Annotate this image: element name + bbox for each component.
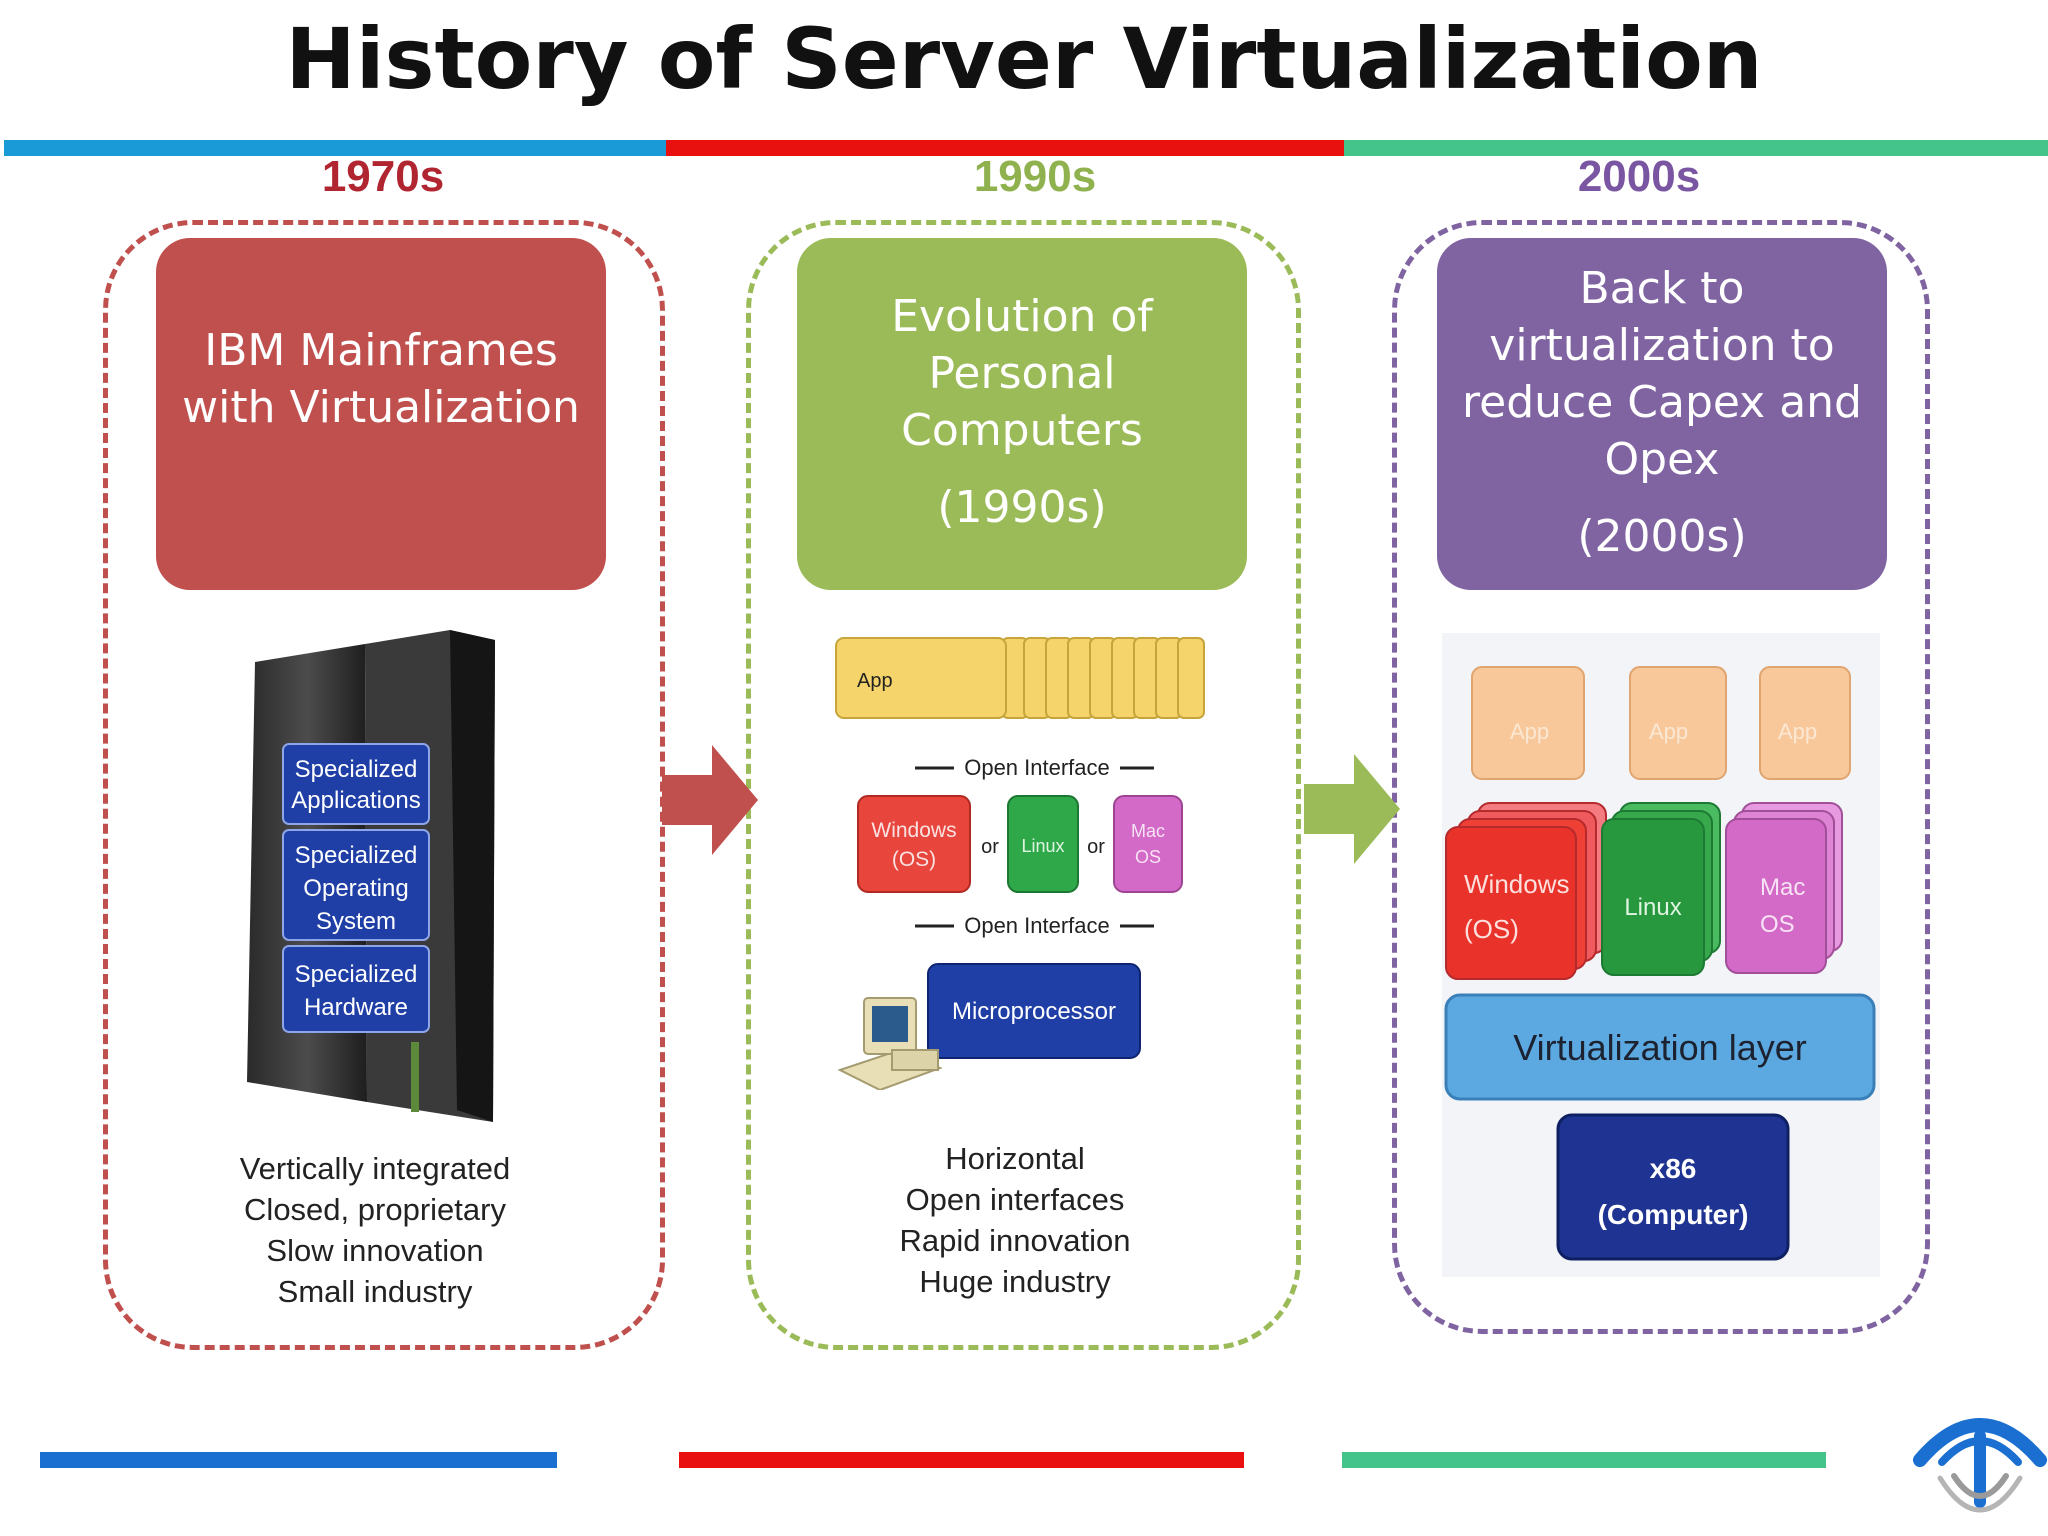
bottom-bar-red [679,1452,1244,1468]
top-bar-blue [4,140,666,156]
app-box-1: App [1471,666,1585,780]
virtualization-layer-label: Virtualization layer [1513,1027,1806,1068]
vm-linux: Linux [1601,802,1721,976]
heading-year: (2000s) [1577,511,1747,562]
open-interface-bottom: Open Interface [915,913,1154,938]
open-interface-label: Open Interface [964,913,1110,938]
microprocessor-label: Microprocessor [952,998,1116,1025]
linux-label: Linux [1624,894,1681,921]
virtualization-layer: Virtualization layer [1444,993,1876,1101]
mainframe-indicator [411,1042,419,1112]
caption-line: Rapid innovation [899,1223,1131,1258]
caption-line: Vertically integrated [239,1151,511,1186]
app-label: App [857,670,893,692]
mainframe-illustration: Specialized Applications Specialized Ope… [247,630,495,1122]
era-label-1970s: 1970s [321,152,445,201]
os-linux: Linux [1007,795,1079,893]
stack-operating-system: Specialized Operating System [282,829,430,941]
hardware-label: (Computer) [1598,1199,1749,1230]
mac-label: OS [1135,847,1161,867]
heading-line: Back to [1579,263,1745,314]
stack-hardware: Specialized Hardware [282,945,430,1033]
mac-label: Mac [1760,874,1805,901]
panel-1990s [746,220,1301,1350]
os-windows: Windows (OS) [857,795,971,893]
windows-label: (OS) [1464,914,1519,944]
heading-year: (1990s) [937,482,1107,533]
pc-era-diagram: App Open Interface Windows (OS) or Linux… [835,637,1205,1090]
heading-line: with Virtualization [182,382,580,433]
caption-line: Slow innovation [266,1233,484,1268]
logo-icon [1913,1418,2047,1513]
app-label: App [1778,719,1817,744]
stack-label: Operating [303,875,408,902]
vm-windows: Windows (OS) [1445,802,1607,980]
caption-1970s: Vertically integrated Closed, proprietar… [180,1148,570,1312]
heading-line: Evolution of [891,291,1153,342]
heading-line: virtualization to [1489,320,1835,371]
or-label: or [981,836,999,858]
top-bar-red [666,140,1344,156]
caption-line: Huge industry [919,1264,1111,1299]
caption-line: Closed, proprietary [244,1192,506,1227]
era-label-2000s: 2000s [1577,152,1701,201]
windows-label: (OS) [892,848,936,871]
x86-hardware: x86 (Computer) [1556,1113,1790,1261]
era-label-1990s: 1990s [973,152,1097,201]
arrow-1990s-to-2000s [1304,754,1400,864]
stack-label: System [316,908,396,935]
computer-icon [837,997,943,1090]
windows-label: Windows [871,819,956,842]
microprocessor-block: Microprocessor [927,963,1141,1059]
heading-box-1970s: IBM Mainframes with Virtualization [156,238,606,590]
heading-box-1990s: Evolution of Personal Computers (1990s) [797,238,1247,590]
hardware-label: x86 [1650,1153,1697,1184]
heading-line: IBM Mainframes [204,325,558,376]
windows-label: Windows [1464,869,1569,899]
or-label: or [1087,836,1105,858]
mac-label: Mac [1131,821,1165,841]
page-title: History of Server Virtualization [285,10,1763,108]
app-box-3: App [1759,666,1851,780]
open-interface-label: Open Interface [964,755,1110,780]
virtualization-diagram: App App App Windows (OS) Linux Mac OS Vi… [1444,666,1876,1261]
open-interface-top: Open Interface [915,755,1154,780]
app-box-2: App [1629,666,1727,780]
caption-line: Horizontal [945,1141,1085,1176]
app-row: App [835,637,1205,719]
stack-label: Hardware [304,994,408,1021]
heading-line: Opex [1604,434,1720,485]
panel-2000s [1392,220,1930,1334]
stack-label: Specialized [295,756,418,783]
os-mac: Mac OS [1113,795,1183,893]
mainframe-rack-side [450,630,495,1122]
heading-line: Personal [928,348,1116,399]
linux-label: Linux [1021,836,1064,856]
heading-line: reduce Capex and [1462,377,1862,428]
stack-label: Applications [291,787,420,814]
app-label: App [1510,719,1549,744]
heading-box-2000s: Back to virtualization to reduce Capex a… [1437,238,1887,590]
heading-line: Computers [901,405,1143,456]
arrow-1970s-to-1990s [662,745,758,855]
vm-mac: Mac OS [1725,802,1843,974]
bottom-bar-blue [40,1452,557,1468]
app-label: App [1649,719,1688,744]
stack-applications: Specialized Applications [282,743,430,825]
mac-label: OS [1760,911,1795,938]
stack-label: Specialized [295,842,418,869]
top-bar-green [1344,140,2048,156]
bottom-bar-green [1342,1452,1826,1468]
caption-line: Small industry [277,1274,473,1309]
caption-line: Open interfaces [905,1182,1125,1217]
stack-label: Specialized [295,961,418,988]
caption-1990s: Horizontal Open interfaces Rapid innovat… [820,1138,1210,1302]
